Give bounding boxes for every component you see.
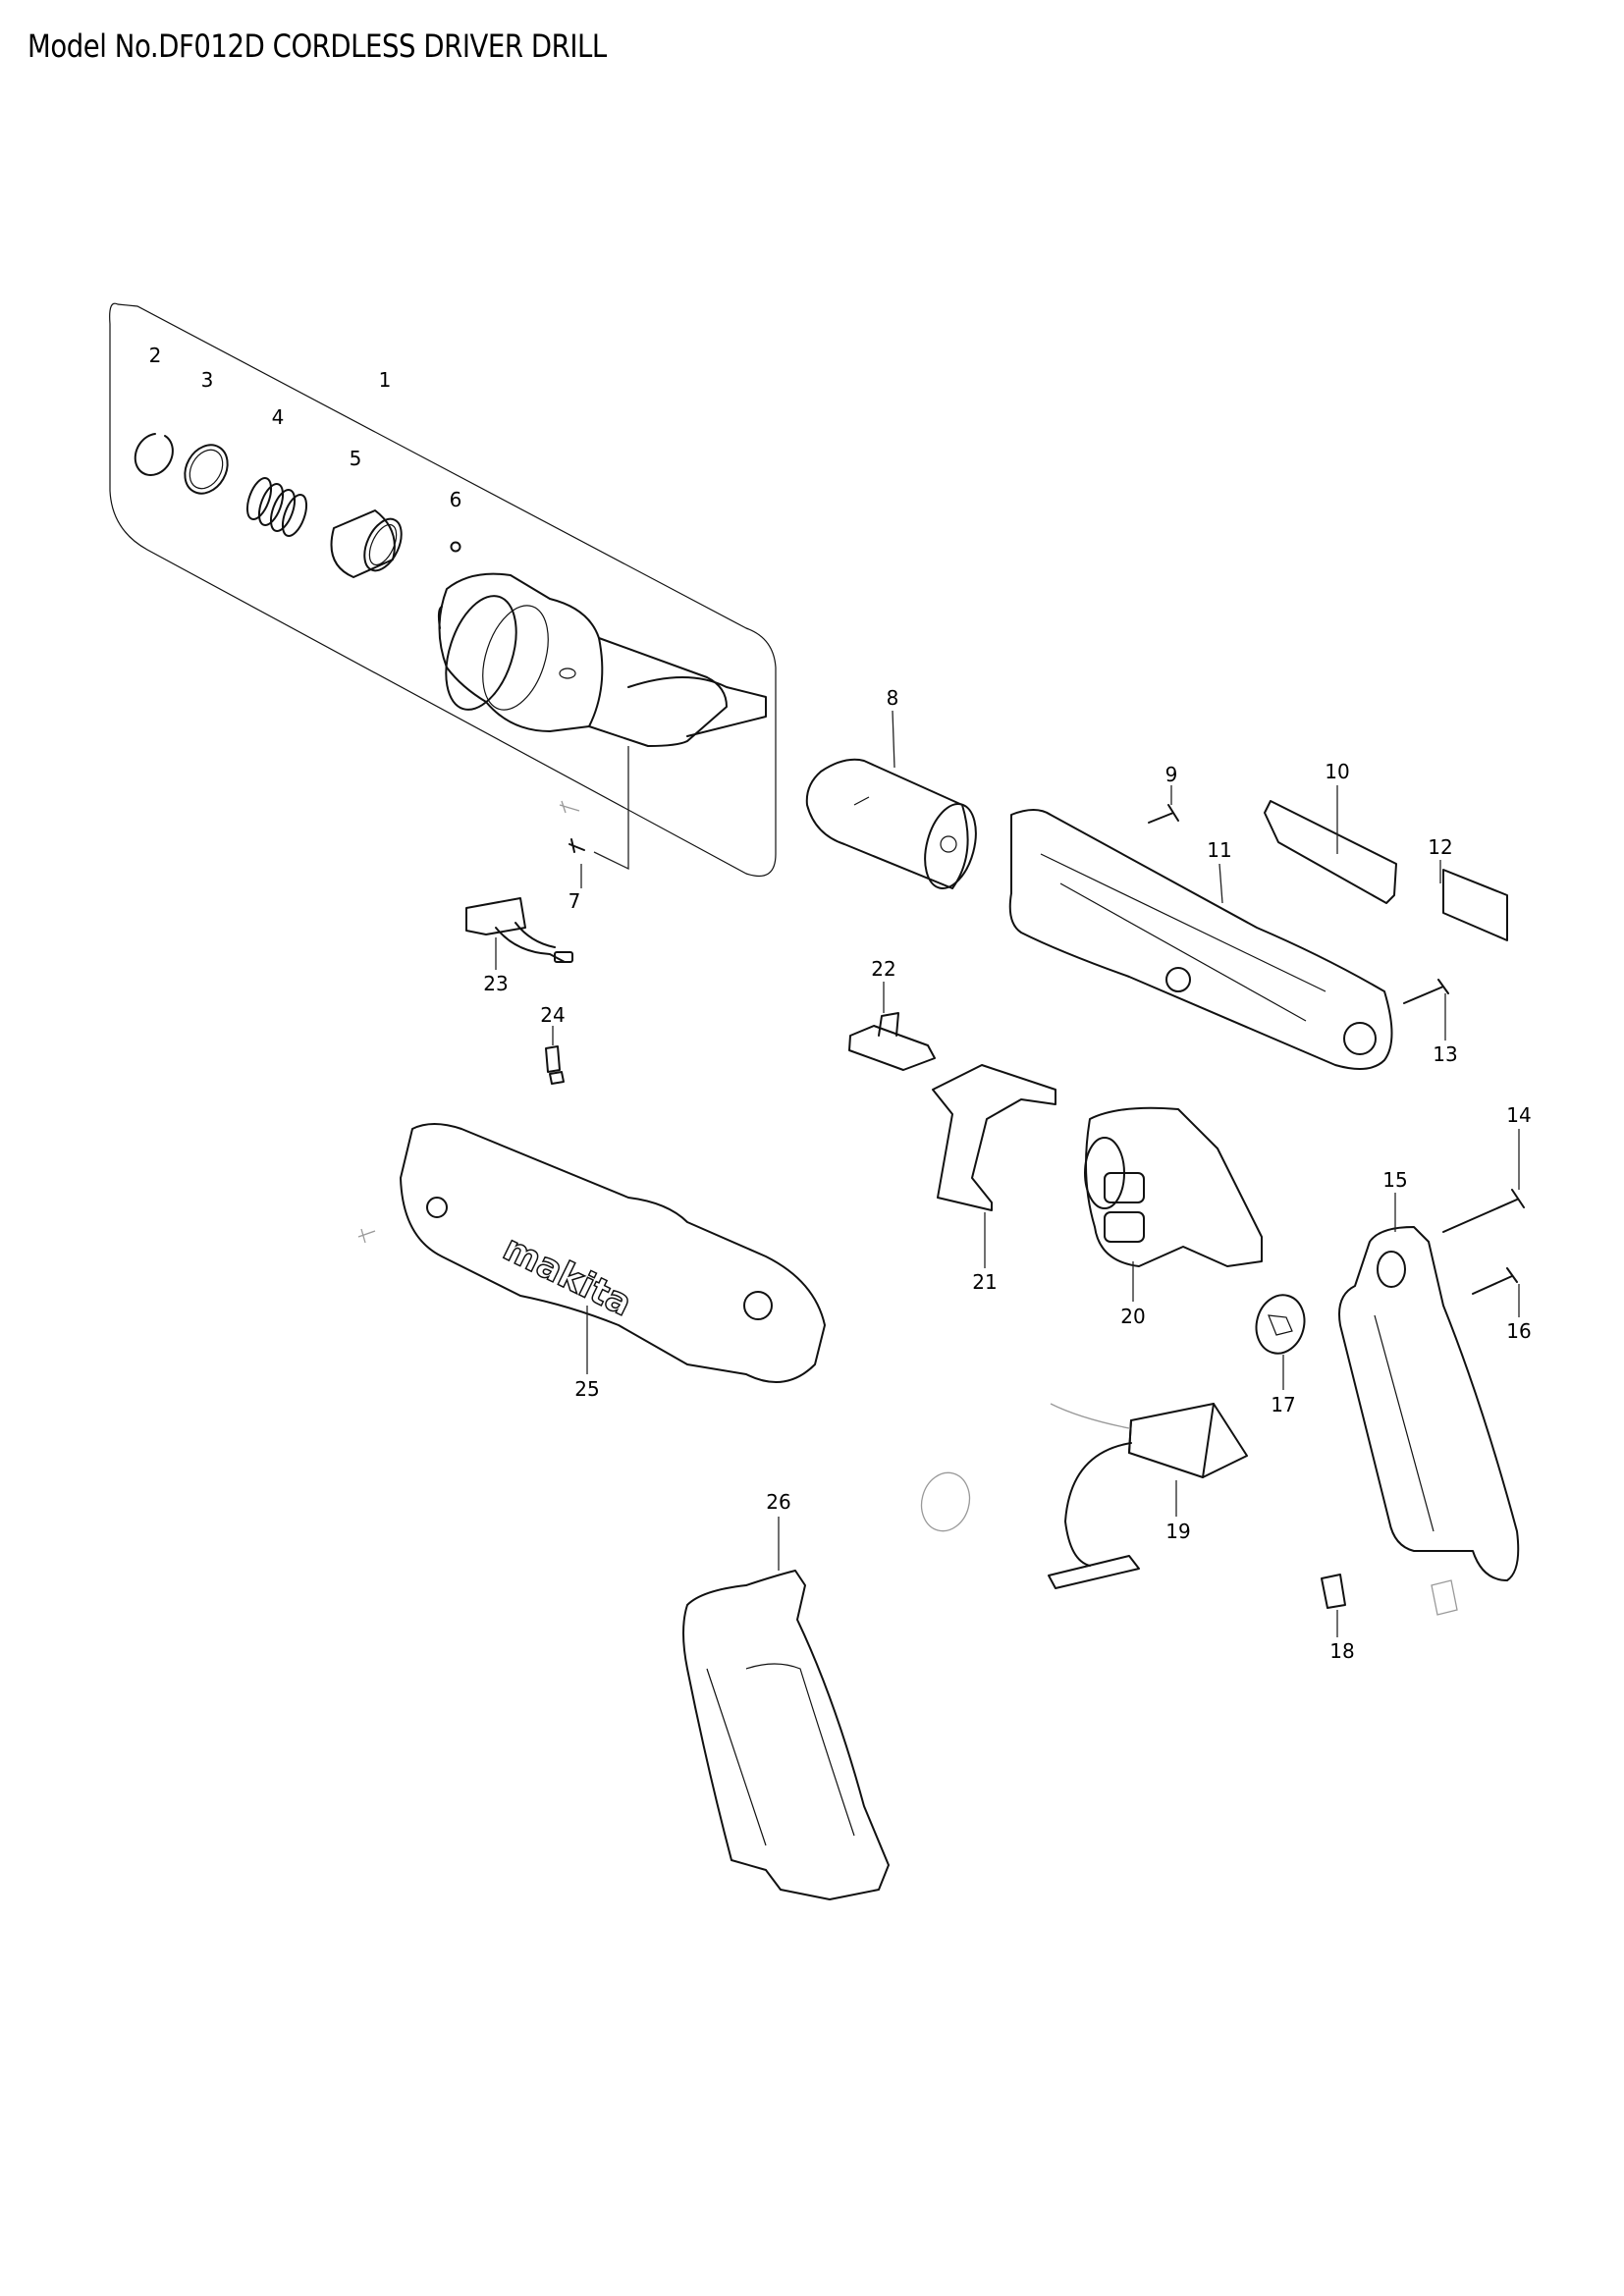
- callout-23: 23: [483, 972, 509, 995]
- part-20-switch: [1084, 1106, 1263, 1267]
- callout-7: 7: [568, 889, 581, 913]
- part-5-sleeve: [330, 509, 403, 578]
- callout-8: 8: [886, 686, 899, 710]
- callout-21: 21: [972, 1270, 998, 1294]
- part-26-grip: [682, 1570, 890, 1900]
- part-19-circuit-unit: [1048, 1403, 1248, 1589]
- part-24-contact: [545, 1045, 565, 1085]
- callout-16: 16: [1506, 1319, 1532, 1343]
- part-21-lock-lever: [932, 1064, 1056, 1211]
- part-18-clip: [1321, 1574, 1346, 1609]
- callout-24: 24: [540, 1003, 566, 1027]
- callout-6: 6: [449, 488, 462, 511]
- callout-20: 20: [1120, 1305, 1146, 1328]
- callout-14: 14: [1506, 1103, 1532, 1127]
- callout-5: 5: [349, 447, 362, 470]
- part-14-screw: [1442, 1189, 1525, 1233]
- part-11-housing-right: [1008, 809, 1393, 1070]
- part-12-lock-block: [1442, 869, 1508, 941]
- callout-2: 2: [148, 344, 162, 367]
- part-7-screw: [559, 800, 585, 853]
- callout-9: 9: [1164, 763, 1178, 786]
- part-8-motor: [805, 758, 977, 889]
- callout-10: 10: [1325, 760, 1350, 783]
- callout-25: 25: [574, 1377, 600, 1401]
- callout-17: 17: [1271, 1393, 1296, 1416]
- callout-26: 26: [766, 1490, 791, 1514]
- part-2-retaining-ring: [134, 433, 174, 476]
- part-22-button: [848, 1012, 936, 1071]
- callout-4: 4: [271, 405, 285, 429]
- callout-1: 1: [378, 368, 392, 392]
- part-1-gear-assembly: [437, 572, 767, 747]
- part-9-screw: [1148, 804, 1179, 824]
- callout-11: 11: [1207, 838, 1232, 862]
- part-13-screw: [1403, 979, 1449, 1004]
- callout-19: 19: [1165, 1520, 1191, 1543]
- document-title: Model No.DF012D CORDLESS DRIVER DRILL: [27, 27, 607, 65]
- callout-12: 12: [1428, 835, 1453, 859]
- part-16-screw: [1472, 1267, 1518, 1295]
- part-25-housing-cover: makita: [400, 1123, 826, 1383]
- callout-15: 15: [1382, 1168, 1408, 1192]
- callout-18: 18: [1329, 1639, 1355, 1663]
- part-23-microswitch: [465, 897, 573, 963]
- callout-3: 3: [200, 368, 214, 392]
- callout-22: 22: [871, 957, 896, 981]
- part-6-steel-ball: [450, 541, 461, 553]
- part-3-washer: [184, 444, 229, 495]
- assembly-group-outline: [109, 302, 777, 878]
- part-17-ghost-seal: [920, 1471, 971, 1532]
- part-15-housing-left: [1338, 1226, 1520, 1581]
- part-10-nameplate: [1264, 800, 1397, 904]
- part-4-spring: [245, 477, 308, 537]
- callout-13: 13: [1433, 1042, 1458, 1066]
- part-17-seal: [1255, 1294, 1306, 1355]
